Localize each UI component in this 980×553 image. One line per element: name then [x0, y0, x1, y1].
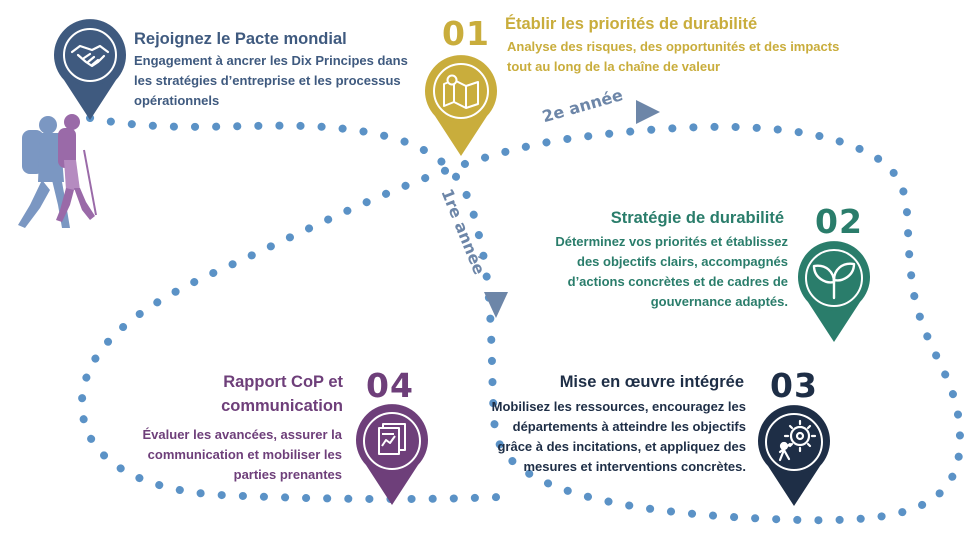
step4-title: Rapport CoP et communication: [221, 372, 343, 416]
start-line-1: Engagement à ancrer les Dix Principes da…: [134, 53, 408, 68]
report-icon: [378, 423, 406, 455]
start-line-3: opérationnels: [134, 93, 220, 108]
step4-description: Évaluer les avancées, assurer la communi…: [143, 425, 342, 485]
step3-description: Mobilisez les ressources, encouragez les…: [492, 397, 746, 477]
step2-line-4: gouvernance adaptés.: [650, 294, 788, 309]
pin-01: [424, 55, 497, 156]
step1-line-1: Analyse des risques, des opportunités et…: [507, 39, 840, 54]
step3-number: 03: [770, 366, 818, 405]
step3-line-1: Mobilisez les ressources, encouragez les: [491, 399, 746, 414]
start-line-2: les stratégies d’entreprise et les proce…: [134, 73, 401, 88]
step3-title: Mise en œuvre intégrée: [559, 373, 744, 391]
step4-number: 04: [366, 366, 414, 405]
pin-start: [54, 19, 127, 121]
gear-people-icon: [778, 419, 817, 462]
arrow-2e-annee: [636, 100, 660, 124]
step2-title: Stratégie de durabilité: [610, 209, 784, 227]
step1-description: Analyse des risques, des opportunités et…: [507, 37, 839, 77]
step4-line-2: communication et mobiliser les: [147, 447, 342, 462]
step4-title-line-1: Rapport CoP et: [223, 373, 343, 391]
step3-line-3: grâce à des incitations, et appliquez de…: [497, 439, 746, 454]
map-icon: [443, 74, 479, 109]
step1-line-2: tout au long de la chaîne de valeur: [507, 59, 721, 74]
step4-line-3: parties prenantes: [233, 467, 342, 482]
pin-04: [356, 404, 428, 505]
step1-number: 01: [442, 14, 490, 53]
start-description: Engagement à ancrer les Dix Principes da…: [134, 51, 408, 111]
step4-title-line-2: communication: [221, 397, 343, 415]
step2-number: 02: [815, 202, 863, 241]
step3-line-4: mesures et interventions concrètes.: [523, 459, 746, 474]
step2-line-2: des objectifs clairs, accompagnés: [577, 254, 788, 269]
start-title: Rejoignez le Pacte mondial: [134, 30, 347, 48]
sprout-icon: [812, 262, 856, 300]
handshake-icon: [70, 44, 110, 68]
pin-03: [758, 405, 831, 506]
pin-02: [798, 241, 870, 342]
step1-title: Établir les priorités de durabilité: [505, 15, 758, 33]
step2-description: Déterminez vos priorités et établissez d…: [555, 232, 788, 312]
hikers-icon: [18, 114, 97, 228]
step2-line-1: Déterminez vos priorités et établissez: [555, 234, 788, 249]
step2-line-3: d’actions concrètes et de cadres de: [567, 274, 788, 289]
step3-line-2: départements à atteindre les objectifs: [512, 419, 746, 434]
arrow-1re-annee: [484, 292, 508, 318]
dotted-journey-path: [77, 114, 965, 525]
step4-line-1: Évaluer les avancées, assurer la: [142, 427, 342, 442]
